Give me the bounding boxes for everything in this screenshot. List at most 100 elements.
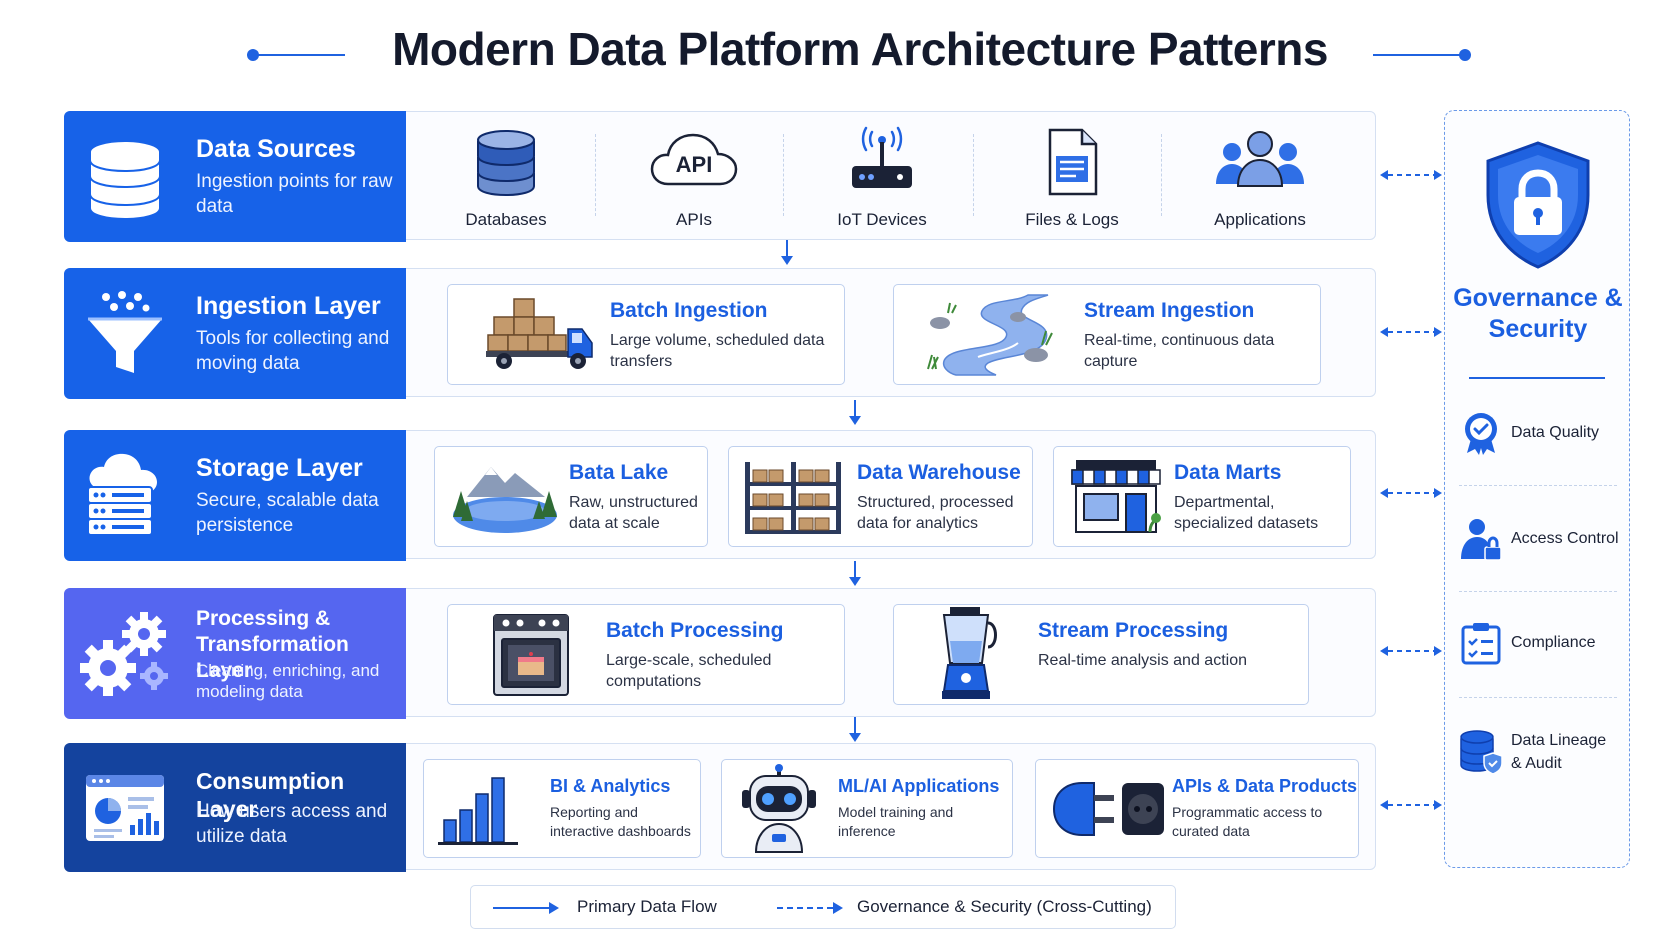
source-divider bbox=[973, 134, 974, 216]
lake-icon bbox=[453, 466, 557, 533]
layer-desc: Cleaning, enriching, and modeling data bbox=[196, 661, 380, 701]
card-data-warehouse[interactable]: Data Warehouse Structured, processed dat… bbox=[728, 446, 1033, 547]
blender-icon bbox=[942, 606, 997, 699]
governance-item-access-control[interactable]: Access Control bbox=[1459, 517, 1625, 563]
flow-arrow-down bbox=[849, 400, 861, 425]
governance-arrow bbox=[1380, 327, 1442, 337]
layer-label-data-sources: Data Sources Ingestion points for raw da… bbox=[64, 111, 406, 242]
layer-processing: Processing & Transformation Layer Cleani… bbox=[64, 588, 1376, 719]
card-data-lake[interactable]: Bata Lake Raw, unstructured data at scal… bbox=[434, 446, 708, 547]
governance-item-data-quality[interactable]: Data Quality bbox=[1459, 411, 1625, 457]
source-label: Applications bbox=[1214, 210, 1306, 229]
clipboard-check-icon bbox=[1461, 623, 1501, 665]
user-lock-icon bbox=[1461, 519, 1502, 561]
plug-icon bbox=[1052, 781, 1164, 836]
legend: Primary Data Flow Governance & Security … bbox=[470, 885, 1176, 929]
database-shield-icon bbox=[1460, 730, 1503, 773]
card-title: Batch Ingestion bbox=[610, 299, 768, 322]
layer-label-ingestion: Ingestion Layer Tools for collecting and… bbox=[64, 268, 406, 399]
card-title: Data Warehouse bbox=[857, 461, 1021, 484]
source-applications: Applications bbox=[1175, 126, 1345, 232]
funnel-icon bbox=[88, 290, 162, 373]
users-icon bbox=[1216, 131, 1304, 187]
source-label: IoT Devices bbox=[837, 210, 927, 229]
storefront-icon bbox=[1071, 459, 1161, 533]
card-desc: Structured, processed data for analytics bbox=[857, 494, 1014, 532]
governance-item-label: Data Quality bbox=[1511, 424, 1600, 441]
river-icon bbox=[927, 293, 1053, 376]
governance-item-label: Compliance bbox=[1511, 634, 1596, 651]
card-bi-analytics[interactable]: BI & Analytics Reporting and interactive… bbox=[423, 759, 701, 858]
source-divider bbox=[595, 134, 596, 216]
title-line-left bbox=[247, 49, 345, 61]
source-iot-devices: IoT Devices bbox=[797, 126, 967, 232]
shield-lock-icon bbox=[1486, 141, 1590, 269]
card-batch-processing[interactable]: Batch Processing Large-scale, scheduled … bbox=[447, 604, 845, 705]
governance-divider bbox=[1459, 591, 1617, 592]
source-label: Databases bbox=[465, 210, 547, 229]
governance-divider bbox=[1459, 485, 1617, 486]
layer-ingestion: Ingestion Layer Tools for collecting and… bbox=[64, 268, 1376, 399]
layer-consumption: Consumption Layer How users access and u… bbox=[64, 743, 1376, 872]
card-desc: Model training and inference bbox=[838, 804, 954, 839]
governance-arrow bbox=[1380, 800, 1442, 810]
bar-chart-icon bbox=[438, 776, 518, 845]
robot-icon bbox=[742, 763, 816, 853]
flow-arrow-down bbox=[849, 561, 861, 586]
card-title: APIs & Data Products bbox=[1172, 776, 1358, 796]
card-title: Data Marts bbox=[1174, 461, 1282, 484]
api-cloud-icon: API bbox=[650, 133, 738, 186]
governance-item-data-lineage-audit[interactable]: Data Lineage & Audit bbox=[1459, 729, 1625, 781]
card-stream-processing[interactable]: Stream Processing Real-time analysis and… bbox=[893, 604, 1309, 705]
card-desc: Real-time analysis and action bbox=[1038, 652, 1247, 669]
layer-title: Storage Layer bbox=[196, 454, 363, 482]
dashboard-icon bbox=[86, 774, 164, 841]
card-title: ML/AI Applications bbox=[838, 776, 1000, 796]
gears-icon bbox=[80, 611, 168, 696]
card-desc: Large volume, scheduled data transfers bbox=[610, 332, 825, 370]
layer-desc: How users access and utilize data bbox=[196, 801, 388, 847]
card-desc: Raw, unstructured data at scale bbox=[569, 494, 698, 532]
governance-item-compliance[interactable]: Compliance bbox=[1459, 621, 1625, 667]
governance-rule bbox=[1469, 377, 1605, 379]
layer-title: Ingestion Layer bbox=[196, 292, 381, 320]
governance-title: Governance & Security bbox=[1453, 284, 1623, 343]
card-desc: Reporting and interactive dashboards bbox=[550, 804, 691, 839]
governance-item-label: Access Control bbox=[1511, 530, 1619, 547]
card-title: Batch Processing bbox=[606, 619, 784, 642]
legend-solid-arrow bbox=[493, 902, 559, 914]
card-title: Bata Lake bbox=[569, 461, 669, 484]
layer-title: Consumption Layer bbox=[196, 768, 345, 822]
layer-data-sources: Data Sources Ingestion points for raw da… bbox=[64, 111, 1376, 242]
database-icon bbox=[477, 130, 535, 197]
layer-storage: Storage Layer Secure, scalable data pers… bbox=[64, 430, 1376, 561]
card-desc: Programmatic access to curated data bbox=[1172, 804, 1323, 839]
card-batch-ingestion[interactable]: Batch Ingestion Large volume, scheduled … bbox=[447, 284, 845, 385]
governance-panel: Governance & Security Data Quality Acces… bbox=[1444, 110, 1630, 868]
document-icon bbox=[1048, 128, 1098, 196]
truck-icon bbox=[486, 297, 593, 369]
layer-desc: Ingestion points for raw data bbox=[196, 171, 393, 217]
governance-arrow bbox=[1380, 646, 1442, 656]
card-desc: Large-scale, scheduled computations bbox=[606, 652, 772, 690]
cloud-server-icon bbox=[87, 453, 157, 536]
source-apis: API APIs bbox=[609, 126, 779, 232]
card-ml-ai-applications[interactable]: ML/AI Applications Model training and in… bbox=[721, 759, 1013, 858]
layer-label-storage: Storage Layer Secure, scalable data pers… bbox=[64, 430, 406, 561]
legend-dashed-arrow bbox=[777, 902, 843, 914]
card-desc: Departmental, specialized datasets bbox=[1174, 494, 1319, 532]
card-data-marts[interactable]: Data Marts Departmental, specialized dat… bbox=[1053, 446, 1351, 547]
card-stream-ingestion[interactable]: Stream Ingestion Real-time, continuous d… bbox=[893, 284, 1321, 385]
source-divider bbox=[783, 134, 784, 216]
governance-arrow bbox=[1380, 488, 1442, 498]
card-apis-data-products[interactable]: APIs & Data Products Programmatic access… bbox=[1035, 759, 1359, 858]
title-bar: Modern Data Platform Architecture Patter… bbox=[0, 22, 1672, 84]
source-databases: Databases bbox=[421, 126, 591, 232]
layer-label-processing: Processing & Transformation Layer Cleani… bbox=[64, 588, 406, 719]
governance-item-label: Data Lineage & Audit bbox=[1511, 732, 1607, 772]
governance-divider bbox=[1459, 697, 1617, 698]
page-title: Modern Data Platform Architecture Patter… bbox=[392, 23, 1328, 75]
router-icon bbox=[852, 126, 912, 188]
flow-arrow-down bbox=[849, 717, 861, 742]
warehouse-shelves-icon bbox=[745, 461, 841, 534]
